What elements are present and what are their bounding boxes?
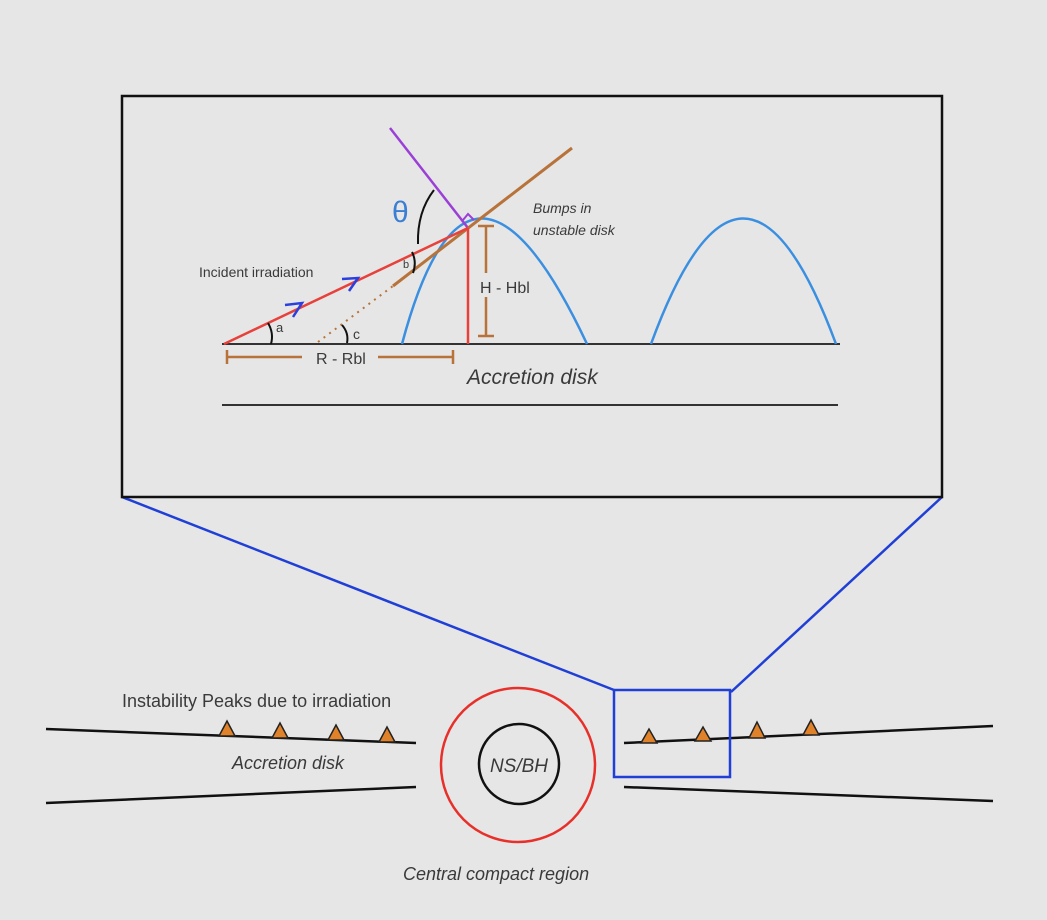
peak-marker	[639, 727, 659, 744]
right-angle-marker	[462, 212, 475, 221]
peak-marker	[217, 719, 237, 737]
theta-arc	[416, 189, 435, 245]
height-bracket	[478, 224, 494, 338]
peak-marker	[326, 723, 346, 741]
normal-line	[389, 127, 469, 229]
angle-a-arc	[267, 322, 273, 345]
tangent-extension	[317, 285, 394, 343]
tangent-line	[392, 146, 573, 288]
bumps-label-line1: Bumps in	[533, 200, 592, 216]
compact-region-ring	[439, 686, 597, 844]
peak-marker	[747, 720, 767, 739]
angle-c-arc	[341, 324, 349, 344]
zoom-connectors	[121, 495, 943, 693]
radius-label: R - Rbl	[316, 351, 366, 368]
radius-bracket	[225, 350, 455, 364]
angle-a-label: a	[276, 320, 284, 335]
peak-marker	[377, 725, 397, 743]
center-label: NS/BH	[490, 756, 548, 777]
angle-b-label: b	[403, 259, 409, 271]
inset-disk-label: Accretion disk	[465, 366, 599, 389]
theta-label: θ	[392, 196, 409, 229]
ns-bh-core	[477, 722, 561, 806]
bumps-label-line2: unstable disk	[533, 222, 616, 238]
inset-content: Incident irradiation θ a b c H - Hbl R -…	[199, 127, 840, 406]
right-disk-lower	[623, 785, 994, 803]
peak-marker	[270, 721, 290, 739]
overview-disk-label: Accretion disk	[231, 753, 345, 773]
left-disk-lower	[45, 785, 417, 805]
ray-arrow-1	[284, 301, 305, 318]
angle-c-label: c	[353, 326, 360, 342]
region-label: Central compact region	[403, 864, 589, 884]
bump-2	[649, 217, 838, 345]
peak-marker	[801, 718, 821, 736]
overview: Instability Peaks due to irradiation Acc…	[45, 686, 994, 884]
incident-label: Incident irradiation	[199, 264, 313, 280]
peaks-label: Instability Peaks due to irradiation	[122, 691, 391, 711]
peak-marker	[693, 725, 713, 742]
right-peaks	[639, 718, 821, 744]
left-peaks	[217, 719, 397, 743]
height-label: H - Hbl	[480, 280, 530, 297]
angle-b-arc	[411, 251, 416, 274]
ray-arrow-2	[341, 276, 361, 292]
zoom-box	[612, 688, 732, 779]
inset-frame	[120, 94, 944, 499]
incident-ray	[223, 226, 469, 346]
